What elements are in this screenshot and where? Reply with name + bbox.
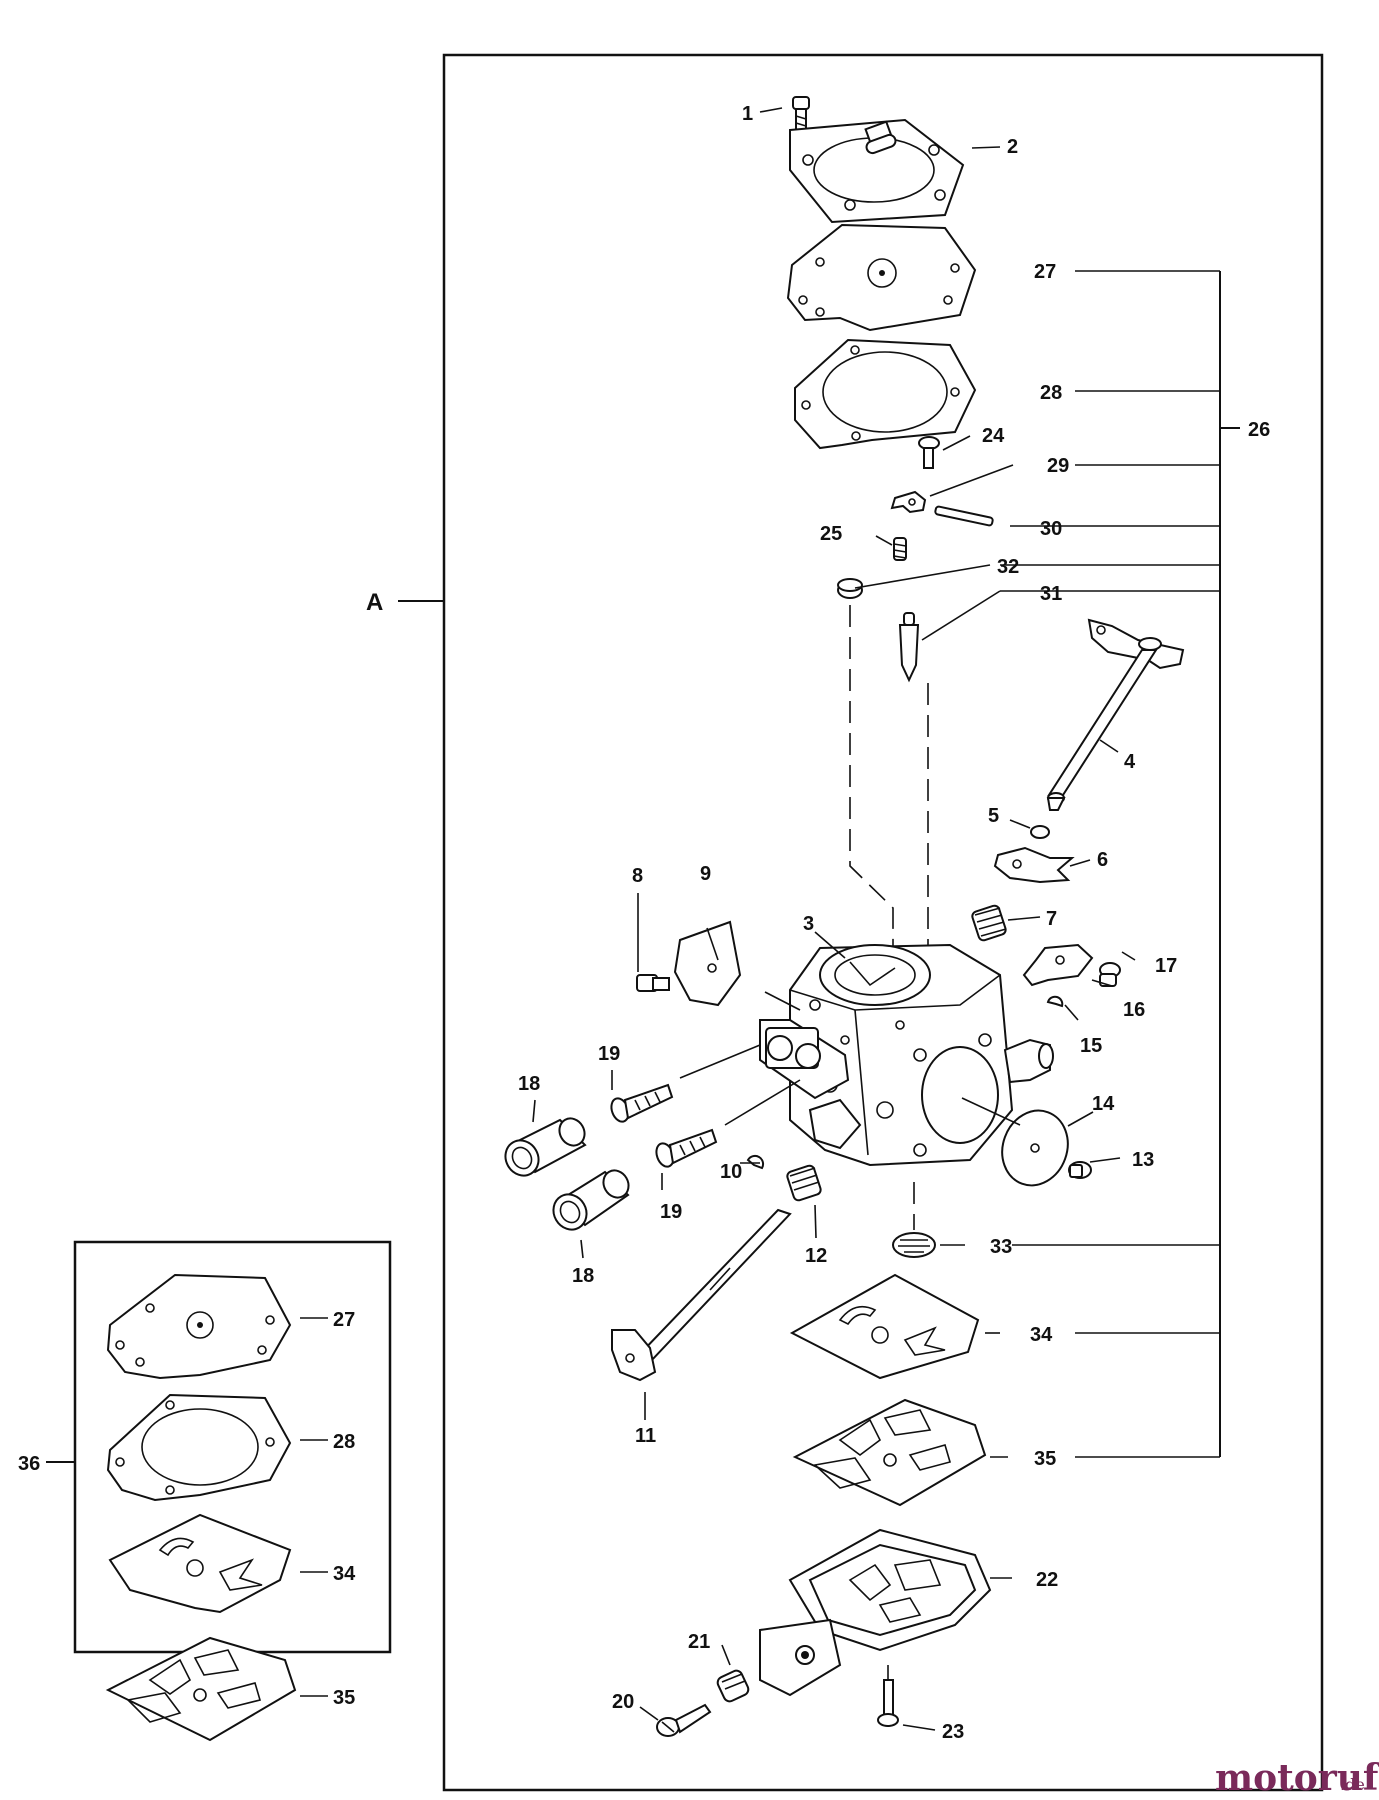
callout-17: 17 — [1155, 955, 1177, 977]
part-9-throttle-plate — [673, 920, 742, 1007]
callout-18-lower: 18 — [572, 1265, 594, 1287]
kit-callout-35: 35 — [333, 1687, 355, 1709]
svg-text:.de: .de — [1340, 1775, 1365, 1794]
callout-1: 1 — [742, 103, 753, 125]
part-18-lower-cap — [552, 1169, 630, 1231]
callout-12: 12 — [805, 1245, 827, 1267]
callout-31: 31 — [1040, 583, 1062, 605]
part-2-pump-cover — [789, 118, 965, 224]
part-27-diaphragm — [786, 223, 977, 332]
part-15-clip — [1046, 995, 1064, 1008]
part-22-pump-body — [759, 1528, 992, 1697]
callout-19-lower: 19 — [660, 1201, 682, 1223]
kit-part-27-diaphragm — [106, 1273, 292, 1380]
part-23-screw — [877, 1679, 899, 1727]
kit-part-35-gasket — [105, 1636, 297, 1742]
callout-29: 29 — [1047, 455, 1069, 477]
part-33-screen — [892, 1232, 936, 1258]
callout-10: 10 — [720, 1161, 742, 1183]
screw-guide-lines — [679, 1044, 801, 1126]
callout-labels: 1 2 3 4 5 6 7 8 9 10 11 12 13 14 15 16 1… — [518, 103, 1177, 1743]
kit-callout-labels: 27 28 34 35 — [333, 1309, 356, 1709]
callout-27: 27 — [1034, 261, 1056, 283]
callout-5: 5 — [988, 805, 999, 827]
part-8-screw — [636, 974, 670, 992]
callout-2: 2 — [1007, 136, 1018, 158]
group-label-a: A — [366, 589, 383, 616]
part-14-choke-plate — [1001, 1109, 1069, 1187]
assembly-bracket-26 — [1219, 271, 1240, 1457]
kit-callout-34: 34 — [333, 1563, 356, 1585]
part-29-lever — [890, 490, 927, 514]
part-4-throttle-shaft — [1046, 618, 1185, 811]
kit-label-36: 36 — [18, 1453, 40, 1475]
part-20-screw — [656, 1703, 712, 1737]
kit-callout-28: 28 — [333, 1431, 355, 1453]
callout-34: 34 — [1030, 1324, 1053, 1346]
part-17-screw — [1099, 962, 1121, 987]
part-13-screw — [1068, 1161, 1092, 1179]
kit-leaders — [300, 1317, 328, 1697]
part-16-lever — [1022, 943, 1094, 987]
part-30-pin — [934, 505, 994, 527]
part-5-washer — [1030, 825, 1050, 839]
callout-3: 3 — [803, 913, 814, 935]
part-24-screw — [918, 436, 940, 469]
part-35-gasket — [792, 1398, 987, 1507]
callout-30: 30 — [1040, 518, 1062, 540]
part-28-gasket — [794, 338, 977, 450]
part-7-spring — [971, 904, 1007, 942]
watermark-logo: motoruf .de — [1215, 1757, 1379, 1799]
part-34-gasket — [789, 1273, 980, 1380]
part-11-choke-shaft — [611, 1208, 792, 1382]
part-6-lever-plate — [993, 846, 1075, 884]
callout-14: 14 — [1092, 1093, 1115, 1115]
part-19-lower-screw — [655, 1128, 718, 1168]
callout-9: 9 — [700, 863, 711, 885]
part-3-carburetor-body — [759, 943, 1054, 1167]
kit-callout-27: 27 — [333, 1309, 355, 1331]
bracket-leaders — [1000, 270, 1220, 1458]
part-10-clip — [746, 1154, 765, 1170]
part-19-upper-screw — [610, 1083, 674, 1123]
callout-32: 32 — [997, 556, 1019, 578]
assembly-frame — [442, 53, 1324, 1792]
svg-text:motoruf: motoruf — [1215, 1757, 1379, 1799]
callout-21: 21 — [688, 1631, 710, 1653]
callout-7: 7 — [1046, 908, 1057, 930]
part-32-filter — [837, 578, 863, 599]
callout-20: 20 — [612, 1691, 634, 1713]
part-21-spring — [716, 1669, 750, 1703]
callout-6: 6 — [1097, 849, 1108, 871]
kit-part-28-gasket — [106, 1393, 292, 1502]
callout-16: 16 — [1123, 999, 1145, 1021]
callout-leaders — [532, 107, 1136, 1731]
callout-11: 11 — [635, 1425, 656, 1447]
callout-23: 23 — [942, 1721, 964, 1743]
callout-4: 4 — [1124, 751, 1136, 773]
callout-8: 8 — [632, 865, 643, 887]
callout-35: 35 — [1034, 1448, 1056, 1470]
callout-26: 26 — [1248, 419, 1270, 441]
kit-part-34-gasket — [108, 1513, 292, 1614]
part-18-upper-cap — [504, 1117, 587, 1177]
part-31-needle — [898, 612, 920, 683]
callout-15: 15 — [1080, 1035, 1102, 1057]
callout-28: 28 — [1040, 382, 1062, 404]
callout-24: 24 — [982, 425, 1005, 447]
callout-33: 33 — [990, 1236, 1012, 1258]
callout-13: 13 — [1132, 1149, 1154, 1171]
part-12-spring — [786, 1164, 822, 1202]
callout-19-upper: 19 — [598, 1043, 620, 1065]
callout-18-upper: 18 — [518, 1073, 540, 1095]
part-25-spring — [893, 537, 907, 561]
callout-22: 22 — [1036, 1569, 1058, 1591]
callout-25: 25 — [820, 523, 842, 545]
